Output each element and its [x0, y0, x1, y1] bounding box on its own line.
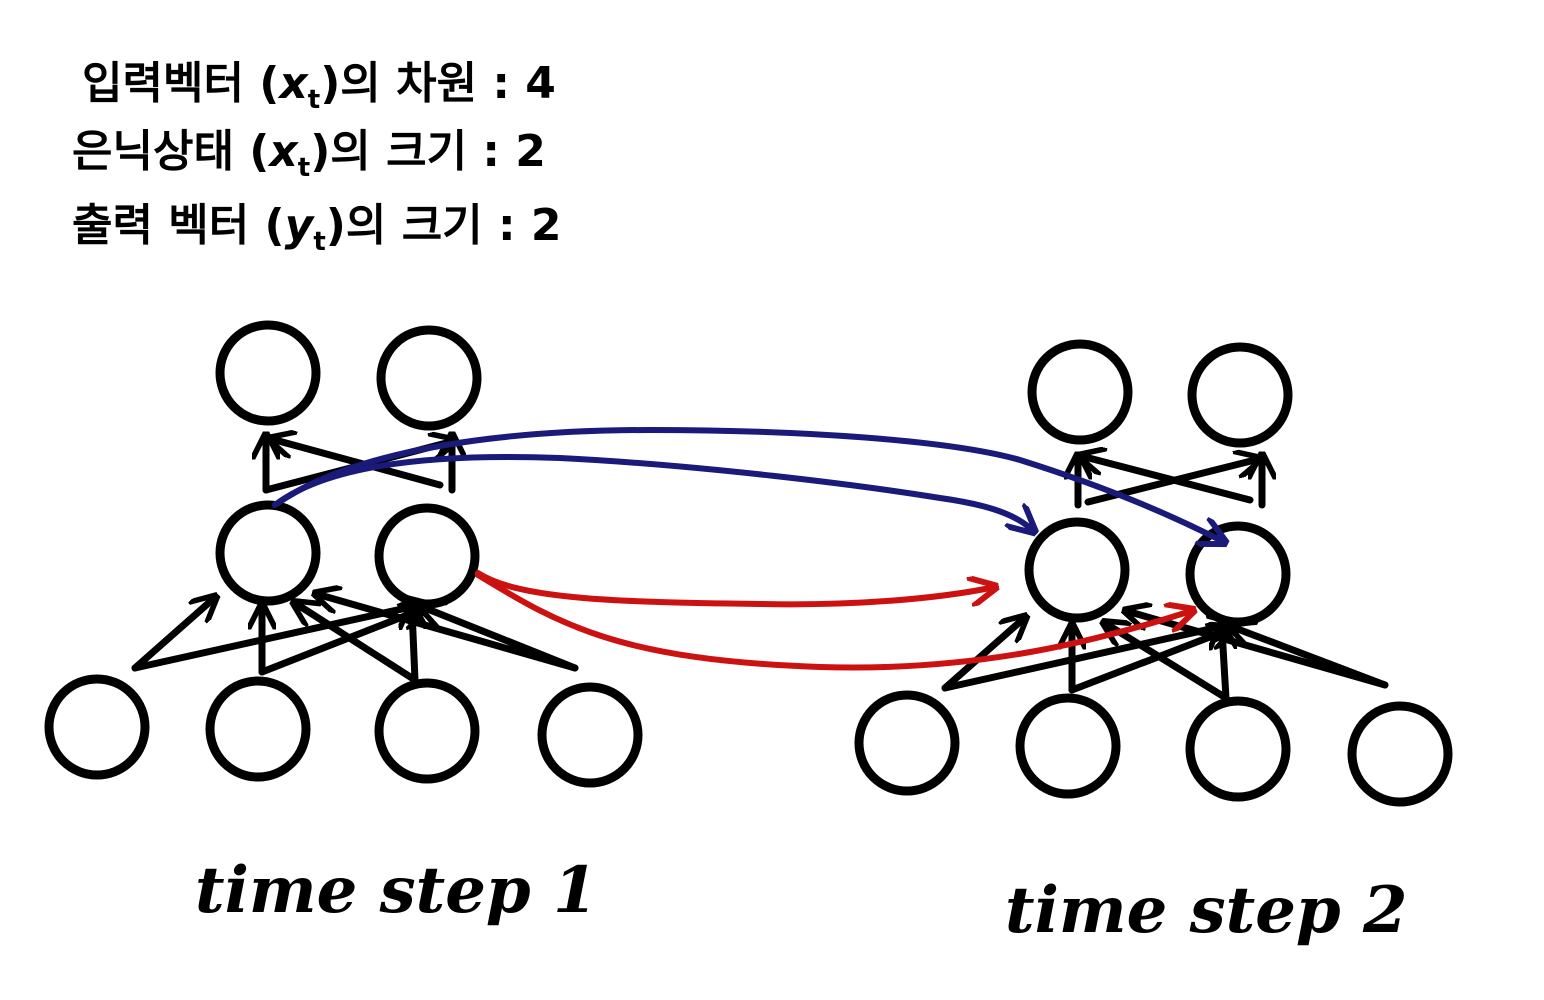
edge-x1-h2	[131, 605, 420, 672]
timestep-1-label: time step 1	[195, 853, 597, 928]
t1-input-node-3	[374, 678, 480, 784]
t1-input-node-2	[205, 676, 311, 782]
edge-x4-h1	[320, 595, 579, 672]
t1-hidden-node-1	[215, 500, 321, 606]
t2-output-node-1	[1027, 339, 1133, 445]
t2-input-node-1	[854, 690, 960, 796]
edge-h2-y1	[275, 440, 444, 489]
recurrent-h2-to-h2	[475, 572, 1188, 671]
recurrent-connections	[272, 427, 1220, 671]
edge-x4-h2	[425, 608, 579, 672]
edge2-x1-h2	[941, 625, 1228, 692]
t2-hidden-node-2	[1185, 521, 1291, 627]
edge2-x3-h1	[1108, 625, 1230, 702]
edge2-x1-h1	[941, 620, 1022, 692]
input-to-hidden-edges	[131, 595, 579, 684]
recurrent-h1-to-h1	[272, 453, 1030, 528]
t1-input-node-1	[44, 674, 150, 780]
timestep-1: time step 1	[44, 320, 643, 928]
note-output-size: 출력 벡터 (yt)의 크기 : 2	[72, 200, 562, 257]
note-input-dimension: 입력벡터 (xt)의 차원 : 4	[82, 58, 556, 115]
recurrent-h2-to-h1	[475, 570, 990, 608]
timestep-2-label: time step 2	[1005, 873, 1407, 948]
note-hidden-size: 은닉상태 (xt)의 크기 : 2	[72, 126, 546, 183]
t2-input-node-4	[1347, 701, 1453, 807]
t2-input-node-3	[1185, 696, 1291, 802]
edge2-x4-h2	[1235, 628, 1389, 689]
edge-x3-h1	[298, 605, 419, 684]
t2-output-node-2	[1187, 342, 1293, 448]
edge-x2-h2	[258, 610, 420, 676]
input-to-hidden-edges-2	[941, 612, 1389, 702]
edge-x1-h1	[131, 600, 212, 672]
edge2-x2-h2	[1068, 630, 1228, 694]
notes-block: 입력벡터 (xt)의 차원 : 4 은닉상태 (xt)의 크기 : 2 출력 벡…	[72, 58, 562, 257]
timestep-2: time step 2	[854, 339, 1453, 948]
t1-hidden-node-2	[374, 503, 480, 609]
t2-input-node-2	[1015, 693, 1121, 799]
t1-output-node-1	[215, 320, 321, 426]
hidden-to-output-edges-2	[1078, 457, 1262, 509]
t1-input-node-4	[537, 682, 643, 788]
edge2-h2-y1	[1085, 457, 1254, 504]
t2-hidden-node-1	[1024, 517, 1130, 623]
t1-output-node-2	[376, 325, 482, 431]
recurrent-h1-to-h2	[272, 427, 1220, 540]
